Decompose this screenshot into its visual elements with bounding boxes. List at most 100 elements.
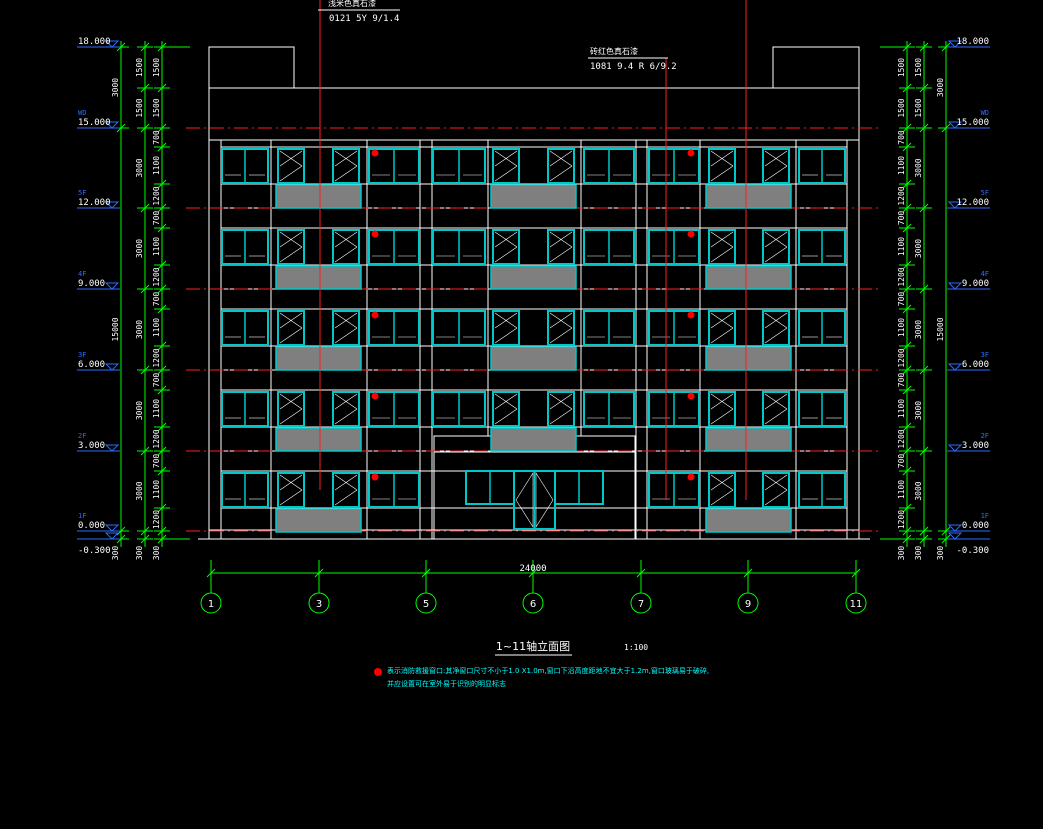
door-swing bbox=[710, 150, 734, 167]
dim-label: 1100 bbox=[152, 237, 161, 256]
door-swing bbox=[494, 327, 518, 344]
window-frame bbox=[708, 148, 736, 184]
level-triangle-icon bbox=[104, 444, 120, 452]
door-swing bbox=[334, 312, 358, 329]
door-swing bbox=[279, 489, 303, 506]
door-swing bbox=[279, 474, 303, 491]
dim-label: 1500 bbox=[897, 98, 906, 117]
balcony-left bbox=[275, 265, 362, 290]
door-swing bbox=[334, 165, 358, 182]
dim-label: 1100 bbox=[152, 318, 161, 337]
dim-label: 1100 bbox=[897, 237, 906, 256]
dim-label: 300 bbox=[914, 546, 923, 561]
level-value: -0.300 bbox=[78, 546, 111, 556]
dim-label: 1500 bbox=[152, 98, 161, 117]
callout-1-code: 0121 5Y 9/1.4 bbox=[329, 14, 399, 24]
level-triangle-icon bbox=[947, 363, 963, 371]
balcony-right bbox=[705, 346, 792, 371]
dim-label: 1500 bbox=[152, 58, 161, 77]
level-name: 1F bbox=[78, 512, 86, 520]
level-name: 3F bbox=[78, 351, 86, 359]
door-swing bbox=[710, 231, 734, 248]
window-frame bbox=[762, 148, 790, 184]
material-callout-2: 砖红色真石漆 1081 9.4 R 6/9.2 bbox=[588, 0, 747, 500]
note-line-2: 并应设置可在室外易于识别的明显标志 bbox=[387, 679, 506, 688]
rescue-marker-icon bbox=[687, 473, 695, 481]
door-swing bbox=[279, 150, 303, 167]
drawing-scale: 1:100 bbox=[624, 643, 648, 652]
dim-label: 1100 bbox=[152, 480, 161, 499]
window-frame bbox=[332, 391, 360, 427]
dim-label: 3000 bbox=[135, 158, 144, 177]
door-swing bbox=[334, 489, 358, 506]
balcony-right bbox=[705, 184, 792, 209]
balcony-right bbox=[705, 265, 792, 290]
level-marks-left: 18.000WD15.0005F12.0004F9.0003F6.0002F3.… bbox=[77, 37, 120, 556]
level-name: 3F bbox=[981, 351, 989, 359]
dim-label: 15000 bbox=[111, 317, 120, 341]
dim-label: 700 bbox=[152, 130, 161, 145]
axis-label: 7 bbox=[638, 599, 644, 610]
window-frame bbox=[277, 148, 305, 184]
level-value: 15.000 bbox=[956, 118, 989, 128]
dim-label: 300 bbox=[897, 546, 906, 561]
rescue-marker-icon bbox=[687, 230, 695, 238]
drawing-title: 1~11轴立面图 bbox=[496, 639, 570, 653]
level-value: 15.000 bbox=[78, 118, 111, 128]
door-swing bbox=[710, 408, 734, 425]
rescue-marker-icon bbox=[371, 149, 379, 157]
door-swing bbox=[764, 408, 788, 425]
level-triangle-icon bbox=[104, 282, 120, 290]
level-value: 0.000 bbox=[962, 521, 989, 531]
dim-label: 3000 bbox=[135, 481, 144, 500]
door-swing bbox=[549, 393, 573, 410]
level-marks-right: 18.000WD15.0005F12.0004F9.0003F6.0002F3.… bbox=[947, 37, 990, 556]
level-triangle-icon bbox=[947, 444, 963, 452]
dim-label: 700 bbox=[897, 454, 906, 469]
axis-bubble bbox=[630, 592, 652, 614]
rescue-marker-icon bbox=[371, 473, 379, 481]
window-frame bbox=[492, 229, 520, 265]
door-swing bbox=[494, 231, 518, 248]
door-swing bbox=[710, 165, 734, 182]
door-swing bbox=[764, 150, 788, 167]
level-triangle-icon bbox=[104, 363, 120, 371]
level-triangle-icon bbox=[104, 40, 120, 48]
dim-label: 3000 bbox=[111, 78, 120, 97]
callout-2-name: 砖红色真石漆 bbox=[590, 46, 638, 56]
dim-label: 1200 bbox=[897, 186, 906, 205]
door-swing bbox=[764, 474, 788, 491]
dim-label: 1100 bbox=[897, 318, 906, 337]
rescue-marker-icon bbox=[687, 392, 695, 400]
door-swing bbox=[494, 312, 518, 329]
axis-bubble bbox=[200, 592, 222, 614]
dim-label: 3000 bbox=[914, 401, 923, 420]
door-swing bbox=[279, 327, 303, 344]
window-frame bbox=[708, 229, 736, 265]
level-triangle-icon bbox=[947, 524, 963, 532]
window-frame bbox=[547, 310, 575, 346]
callout-1-name: 浅米色真石漆 bbox=[328, 0, 376, 8]
dim-label: 1200 bbox=[152, 429, 161, 448]
window-frame bbox=[762, 229, 790, 265]
dim-label: 1100 bbox=[897, 156, 906, 175]
level-name: 2F bbox=[981, 432, 989, 440]
dim-label: 700 bbox=[152, 211, 161, 226]
axis-label: 11 bbox=[850, 599, 863, 610]
overall-width-label: 24000 bbox=[519, 564, 546, 574]
dimension-chain-left: 3000150003001500150030003000300030003000… bbox=[111, 41, 190, 560]
door-swing bbox=[764, 489, 788, 506]
door-swing bbox=[334, 246, 358, 263]
dim-label: 15000 bbox=[936, 317, 945, 341]
dimension-chain-right: 3000150003001500150030003000300030003000… bbox=[880, 41, 954, 560]
dim-label: 1200 bbox=[897, 348, 906, 367]
level-triangle-icon bbox=[104, 121, 120, 129]
level-triangle-icon bbox=[947, 282, 963, 290]
dim-label: 3000 bbox=[936, 78, 945, 97]
window-frame bbox=[277, 310, 305, 346]
door-swing bbox=[764, 393, 788, 410]
door-swing bbox=[764, 231, 788, 248]
rescue-marker-icon bbox=[371, 311, 379, 319]
door-swing bbox=[710, 327, 734, 344]
window-frame bbox=[332, 229, 360, 265]
